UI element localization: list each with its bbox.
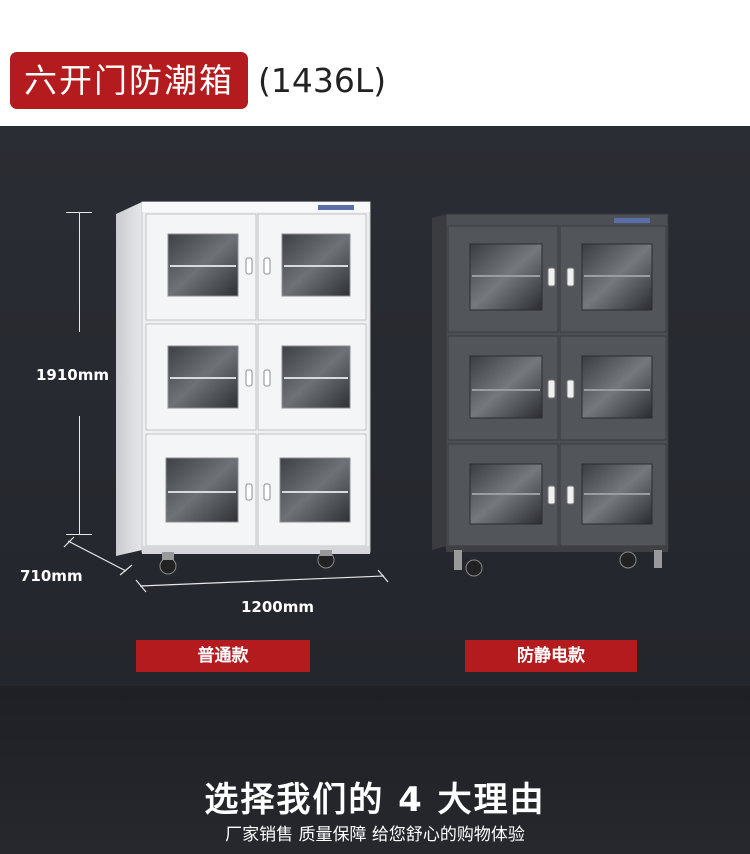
height-line-upper bbox=[79, 212, 80, 332]
anti-static-model-label: 防静电款 bbox=[465, 640, 637, 672]
reasons-subtitle: 厂家销售 质量保障 给您舒心的购物体验 bbox=[225, 825, 525, 845]
height-dimension-label: 1910mm bbox=[36, 366, 110, 384]
anti-static-cabinet-image bbox=[432, 213, 669, 577]
page-title: 六开门防潮箱 bbox=[10, 52, 248, 109]
reasons-section bbox=[0, 686, 750, 854]
product-stage: 1910mm 710mm 1200mm bbox=[0, 126, 750, 686]
width-dimension-line bbox=[135, 569, 389, 593]
reasons-title: 选择我们的 4 大理由 bbox=[204, 780, 546, 820]
header: 六开门防潮箱 (1436L) bbox=[0, 0, 750, 126]
height-line-lower bbox=[79, 416, 80, 534]
depth-dimension-label: 710mm bbox=[20, 567, 83, 585]
depth-dimension-line bbox=[63, 536, 133, 576]
width-dimension-label: 1200mm bbox=[241, 598, 315, 616]
height-tick-bottom bbox=[66, 534, 92, 535]
standard-model-label: 普通款 bbox=[136, 640, 310, 672]
capacity-text: (1436L) bbox=[258, 61, 387, 100]
standard-cabinet-image bbox=[116, 201, 371, 575]
